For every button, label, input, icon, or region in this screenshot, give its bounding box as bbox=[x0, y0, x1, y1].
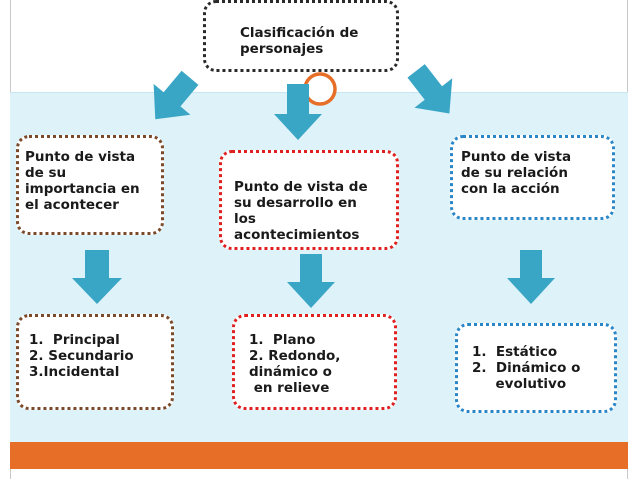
relation-heading-line: de su relación bbox=[461, 165, 568, 181]
arrow-down-center-icon bbox=[274, 84, 322, 140]
importance-list-box: 1. Principal 2. Secundario 3.Incidental bbox=[16, 314, 174, 410]
list-item: 3.Incidental bbox=[29, 364, 120, 380]
orange-ring-icon bbox=[303, 72, 337, 106]
list-item: evolutivo bbox=[472, 376, 567, 392]
list-item: 1. Principal bbox=[29, 332, 120, 348]
importance-heading-line: el acontecer bbox=[25, 197, 119, 213]
development-box: Punto de vista de su desarrollo en los a… bbox=[219, 150, 399, 250]
relation-box: Punto de vista de su relación con la acc… bbox=[450, 135, 615, 220]
development-heading-line: su desarrollo en bbox=[234, 195, 357, 211]
arrow-down-right-icon bbox=[407, 64, 453, 114]
arrow-down-middle-lower-icon bbox=[287, 254, 335, 308]
list-item: 1. Estático bbox=[472, 344, 558, 360]
list-item: dinámico o bbox=[249, 364, 332, 380]
relation-heading-line: Punto de vista bbox=[461, 149, 572, 165]
importance-heading-line: Punto de vista bbox=[25, 149, 136, 165]
arrow-down-left-lower-icon bbox=[72, 250, 122, 304]
arrow-down-right-lower-icon bbox=[507, 250, 555, 304]
footer-bar bbox=[10, 442, 628, 469]
importance-heading-line: importancia en bbox=[25, 181, 140, 197]
title-line-2: personajes bbox=[240, 41, 324, 57]
list-item: 2. Secundario bbox=[29, 348, 134, 364]
importance-box: Punto de vista de su importancia en el a… bbox=[16, 135, 164, 235]
importance-heading-line: de su bbox=[25, 165, 67, 181]
title-box: Clasificación de personajes bbox=[203, 0, 399, 72]
development-list-box: 1. Plano 2. Redondo, dinámico o en relie… bbox=[232, 314, 397, 410]
development-heading-line: los bbox=[234, 211, 256, 227]
title-line-1: Clasificación de bbox=[240, 25, 359, 41]
relation-heading-line: con la acción bbox=[461, 181, 560, 197]
relation-list-box: 1. Estático 2. Dinámico o evolutivo bbox=[455, 323, 617, 413]
development-heading-line: Punto de vista de bbox=[234, 179, 368, 195]
development-heading-line: acontecimientos bbox=[234, 227, 360, 243]
list-item: 2. Dinámico o bbox=[472, 360, 581, 376]
arrow-down-left-icon bbox=[153, 70, 199, 120]
list-item: 2. Redondo, bbox=[249, 348, 341, 364]
list-item: 1. Plano bbox=[249, 332, 316, 348]
list-item: en relieve bbox=[249, 380, 330, 396]
